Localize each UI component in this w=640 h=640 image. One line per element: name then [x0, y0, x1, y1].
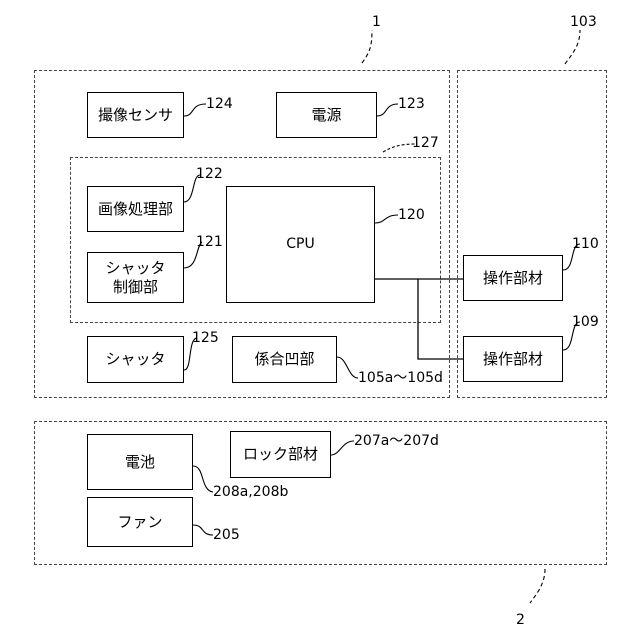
ref-image-processing: 122 — [196, 166, 223, 182]
battery-block: 電池 — [87, 434, 193, 490]
ref-operation-member-upper: 110 — [572, 236, 599, 252]
ref-operation-area: 103 — [570, 14, 597, 30]
shutter-block: シャッタ — [87, 336, 184, 383]
ref-power: 123 — [398, 96, 425, 112]
ref-shutter-control: 121 — [196, 234, 223, 250]
fan-block: ファン — [87, 497, 193, 547]
image-processing-block: 画像処理部 — [87, 186, 184, 232]
engage-recess-block: 係合凹部 — [232, 336, 337, 383]
cpu-block: CPU — [226, 186, 375, 303]
power-block: 電源 — [276, 92, 377, 138]
leader-120 — [375, 215, 398, 223]
leader-1 — [362, 30, 372, 63]
leader-127 — [383, 144, 415, 152]
operation-member-110-block: 操作部材 — [463, 255, 563, 301]
ref-shutter: 125 — [192, 330, 219, 346]
leader-123 — [377, 104, 398, 116]
lock-member-block: ロック部材 — [230, 431, 331, 478]
ref-operation-member-lower: 109 — [572, 314, 599, 330]
leader-124 — [184, 104, 206, 116]
leader-103 — [565, 30, 580, 64]
leader-205 — [193, 525, 213, 535]
leader-208 — [193, 466, 213, 492]
shutter-control-block: シャッタ 制御部 — [87, 252, 184, 303]
leader-2 — [530, 569, 545, 603]
leader-105 — [337, 357, 358, 378]
cpu-to-operation-member-109-line — [418, 279, 463, 359]
image-sensor-block: 撮像センサ — [87, 92, 184, 138]
ref-engage-recess: 105a～105d — [358, 370, 443, 386]
ref-device: 1 — [372, 14, 381, 30]
ref-fan: 205 — [213, 527, 240, 543]
operation-member-109-block: 操作部材 — [463, 336, 563, 382]
leader-207 — [331, 441, 354, 455]
ref-lock-member: 207a～207d — [354, 433, 439, 449]
ref-accessory: 2 — [516, 612, 525, 628]
ref-cpu: 120 — [398, 207, 425, 223]
ref-control-board: 127 — [412, 135, 439, 151]
ref-image-sensor: 124 — [206, 96, 233, 112]
ref-battery: 208a,208b — [213, 484, 288, 500]
